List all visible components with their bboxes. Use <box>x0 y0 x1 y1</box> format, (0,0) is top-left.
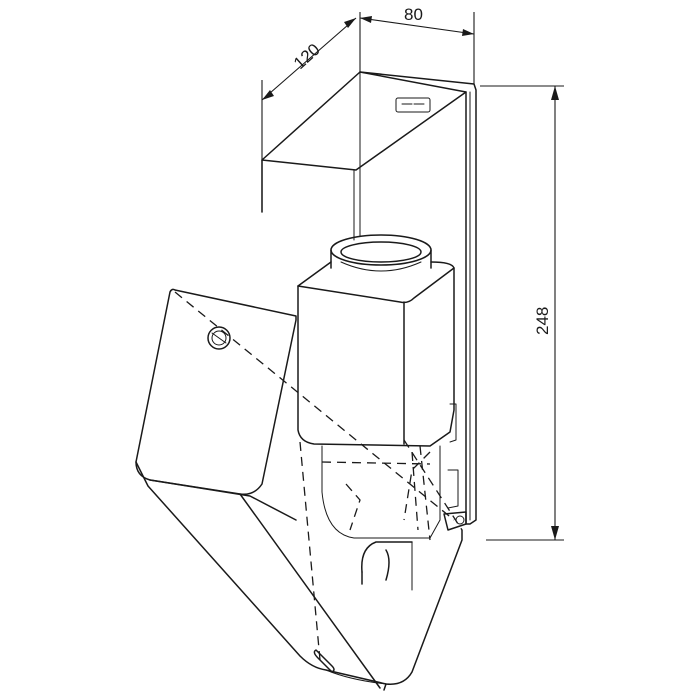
dimension-width: 80 <box>359 5 475 84</box>
dimension-depth: 120 <box>261 17 357 212</box>
dimension-depth-label: 120 <box>290 40 324 73</box>
cartridge <box>297 234 455 591</box>
mounting-slot <box>395 97 431 113</box>
dimension-width-label: 80 <box>404 5 423 24</box>
lock-icon <box>207 326 231 350</box>
front-cover <box>135 288 463 691</box>
dimension-height: 248 <box>480 85 564 541</box>
dimension-height-label: 248 <box>533 307 552 335</box>
wall-bracket <box>261 71 477 531</box>
nozzle <box>361 541 413 591</box>
dispensing-slot <box>313 649 335 673</box>
